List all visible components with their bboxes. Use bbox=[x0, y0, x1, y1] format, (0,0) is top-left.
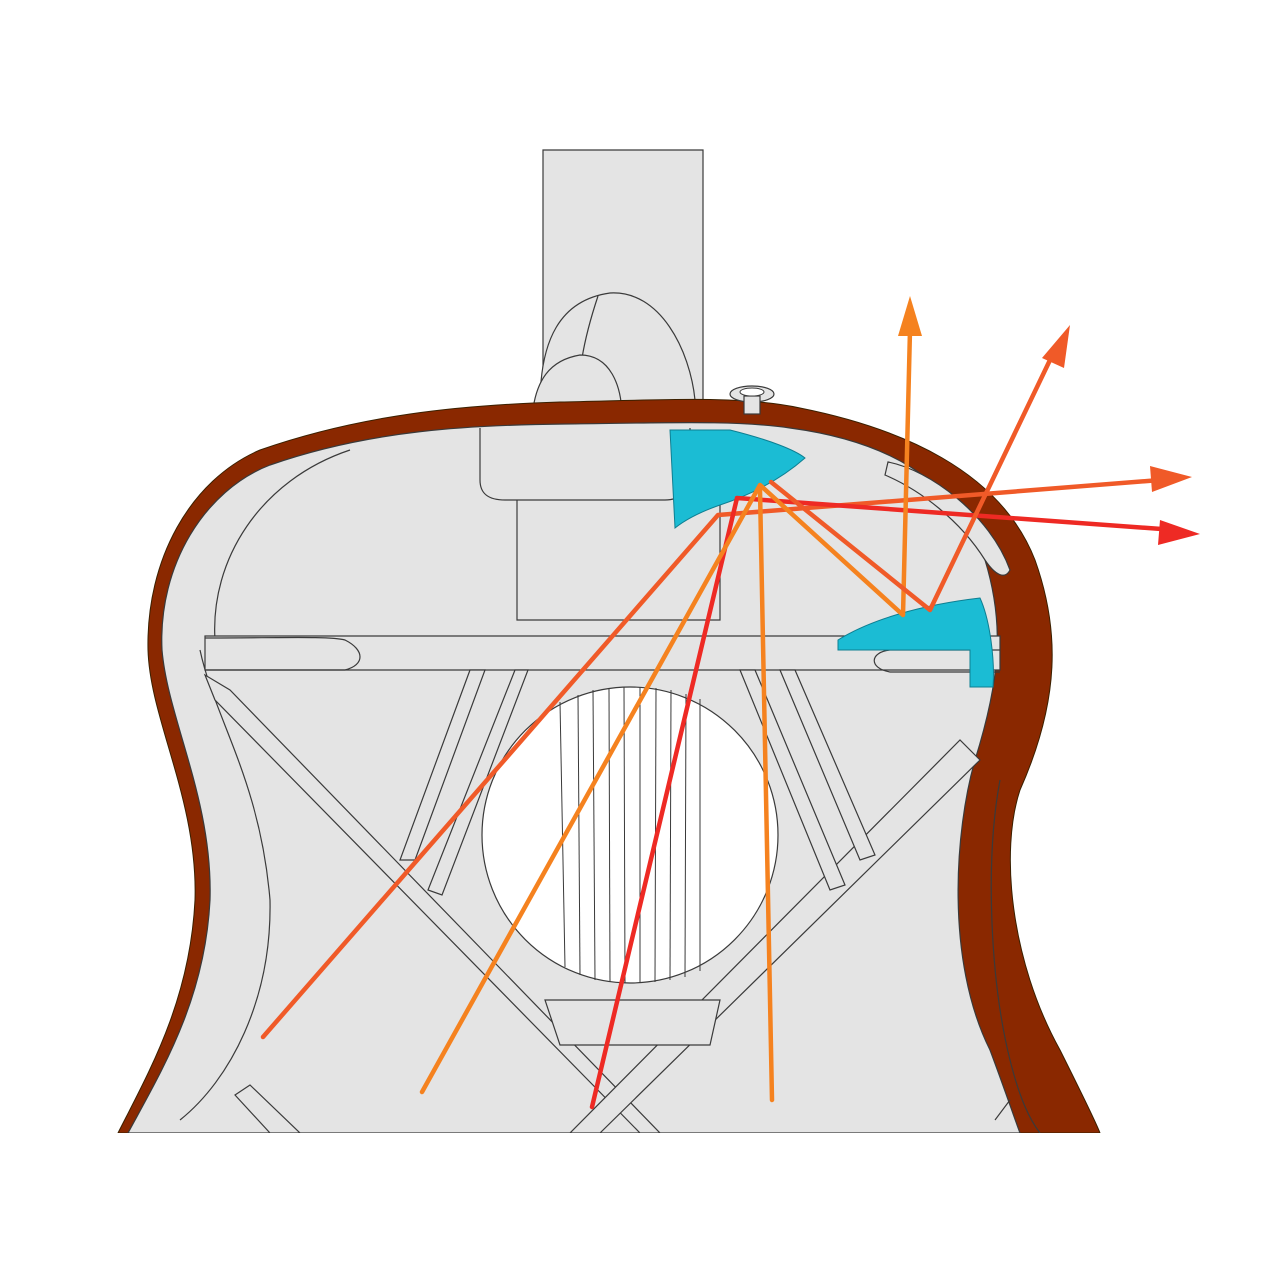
arrowhead-ray-1 bbox=[1150, 466, 1192, 492]
ray-arrowheads bbox=[898, 296, 1200, 545]
sound-rays bbox=[260, 327, 1178, 1110]
ray-3 bbox=[419, 327, 913, 1095]
arrowhead-ray-4 bbox=[1042, 325, 1070, 368]
strap-button bbox=[729, 385, 775, 415]
ray-5 bbox=[757, 487, 775, 1103]
arrowhead-ray-3 bbox=[898, 296, 922, 336]
ray-2 bbox=[589, 495, 1178, 1110]
ray-1 bbox=[260, 477, 1163, 1040]
lower-deflector bbox=[837, 597, 994, 688]
sound-hole bbox=[481, 686, 779, 984]
inner-lining-left bbox=[179, 649, 271, 1121]
upper-deflector bbox=[669, 429, 806, 529]
ray-4 bbox=[768, 357, 1053, 613]
inner-lining-right bbox=[990, 779, 1041, 1133]
neck bbox=[531, 149, 704, 419]
arrowhead-ray-2 bbox=[1158, 520, 1200, 545]
